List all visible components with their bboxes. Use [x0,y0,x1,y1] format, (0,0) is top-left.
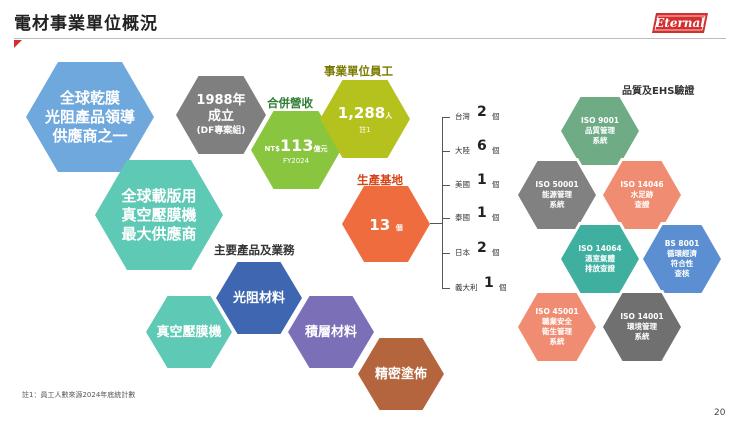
iso14001-code: ISO 14001 [620,312,664,321]
founded-label: 成立 [207,109,234,124]
base-count-japan: 2 [477,240,487,256]
base-name-thailand: 泰國 [455,213,470,222]
product-coating-label: 精密塗佈 [374,366,427,382]
base-name-china: 大陸 [455,146,470,155]
bs8001-line1: 循環經濟 [667,249,697,258]
founded-note: (DF專案組) [196,126,246,136]
bases-connector-link [430,223,442,224]
employees-value-row: 1,288人 [338,103,392,122]
iso9001-code: ISO 9001 [580,116,620,125]
base-unit-italy: 個 [499,283,507,292]
base-count-china: 6 [477,138,487,154]
production-label: 生產基地 [357,173,403,187]
base-unit-usa: 個 [492,180,500,189]
product-laminate-label: 積層材料 [304,324,357,340]
eternal-logo: Eternal [650,12,710,34]
supplier-line-3: 供應商之一 [52,126,128,145]
iso14046-line1: 水足跡 [630,190,654,199]
accent-triangle [14,40,22,48]
product-photoresist-label: 光阻材料 [232,290,285,306]
employees-value: 1,288 [337,104,386,122]
iso14046-line2: 查證 [634,200,650,209]
iso50001-line2: 系統 [549,200,565,209]
hex-founded: 1988年 成立 (DF專案組) [176,76,266,154]
base-count-usa: 1 [477,172,487,188]
logo-shape-icon [652,13,708,33]
revenue-note: FY2024 [282,156,310,165]
hex-product-vacuum: 真空壓膜機 [146,296,232,368]
base-count-thailand: 1 [477,205,487,221]
revenue-prefix: NT$ [264,144,281,153]
page-title: 電材事業單位概況 [14,14,158,34]
base-unit-japan: 個 [492,248,500,257]
products-label: 主要產品及業務 [214,243,295,257]
hex-product-laminate: 積層材料 [288,296,374,368]
vacuum-line-1: 全球載版用 [121,186,197,205]
vacuum-line-3: 最大供應商 [121,224,197,243]
hex-iso45001: ISO 45001 職業安全 衛生管理 系統 [518,293,596,361]
hex-production: 13 個 [342,186,430,262]
iso14001-line2: 系統 [634,332,650,341]
hex-iso14001: ISO 14001 環境管理 系統 [603,293,681,361]
iso14064-line1: 溫室氣體 [585,254,615,263]
employees-unit: 人 [385,112,393,120]
employees-label: 事業單位員工 [324,64,393,78]
base-name-usa: 美國 [455,180,470,189]
iso50001-line1: 能源管理 [542,190,572,199]
revenue-amount-row: NT$113億元 [265,136,328,155]
iso45001-line3: 系統 [549,337,565,346]
title-divider [14,38,726,39]
bs8001-line2: 符合性 [670,259,694,268]
bases-tick-2 [442,151,450,152]
iso45001-line2: 衛生管理 [542,327,572,336]
bs8001-code: BS 8001 [664,239,700,248]
base-name-taiwan: 台灣 [455,112,470,121]
supplier-line-1: 全球乾膜 [59,88,120,107]
revenue-amount: 113 [280,135,314,155]
supplier-line-2: 光阻產品領導 [44,107,135,126]
iso45001-line1: 職業安全 [542,317,572,326]
vacuum-line-2: 真空壓膜機 [121,205,197,224]
production-value: 13 [369,215,391,234]
base-name-italy: 義大利 [455,283,478,292]
iso14046-code: ISO 14046 [620,180,664,189]
hex-product-coating: 精密塗佈 [358,338,444,410]
quality-label: 品質及EHS驗證 [622,86,695,97]
base-unit-china: 個 [492,146,500,155]
production-value-row: 13 個 [369,215,402,234]
production-unit: 個 [395,223,403,232]
revenue-label: 合併營收 [267,96,313,110]
footnote: 註1：員工人數來源2024年底統計數 [22,391,136,399]
base-name-japan: 日本 [455,248,470,257]
base-unit-thailand: 個 [492,213,500,222]
iso45001-code: ISO 45001 [535,307,579,316]
iso14001-line1: 環境管理 [627,322,657,331]
page-number: 20 [714,408,726,418]
product-vacuum-label: 真空壓膜機 [156,324,222,340]
iso50001-code: ISO 50001 [535,180,579,189]
base-count-italy: 1 [484,275,494,291]
iso9001-line2: 系統 [592,136,608,145]
base-count-taiwan: 2 [477,104,487,120]
logo-text: Eternal [655,16,705,30]
bases-tick-1 [442,117,450,118]
bases-tick-4 [442,218,450,219]
hex-employees: 1,288人 註1 [320,80,410,158]
hex-product-photoresist: 光阻材料 [216,262,302,334]
revenue-unit: 億元 [313,144,328,153]
iso9001-line1: 品質管理 [585,126,615,135]
bases-tick-6 [442,288,450,289]
iso14064-line2: 排放查證 [585,264,615,273]
founded-year: 1988年 [196,93,246,108]
base-unit-taiwan: 個 [492,112,500,121]
bs8001-line3: 查核 [674,269,690,278]
bases-tick-5 [442,253,450,254]
bases-bracket-line [442,117,443,289]
hex-global-supplier: 全球乾膜 光阻產品領導 供應商之一 [26,62,154,172]
employees-note: 註1 [359,126,371,134]
bases-tick-3 [442,185,450,186]
iso14064-code: ISO 14064 [578,244,622,253]
hex-vacuum-supplier: 全球載版用 真空壓膜機 最大供應商 [95,160,223,270]
